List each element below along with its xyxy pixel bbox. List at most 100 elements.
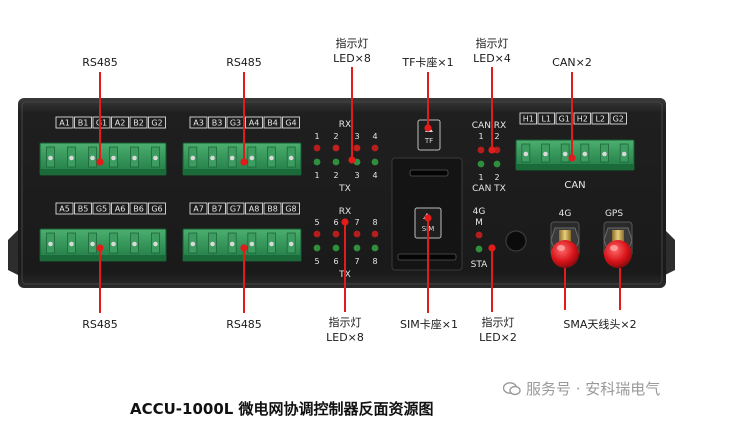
callout-rs485-bottom-middle: RS485 <box>226 318 262 331</box>
can-pins-label: L1 <box>541 115 551 124</box>
can-led-num: 2 <box>494 173 499 182</box>
rs485-1-pins-label: B1 <box>78 119 89 128</box>
rs485-4-pins-box <box>282 202 300 215</box>
rs485-4-pins-box <box>208 202 226 215</box>
callout-led4-count: LED×4 <box>473 52 511 65</box>
can-pins-box <box>609 112 627 125</box>
can-led-num: 1 <box>478 173 483 182</box>
callout-dot <box>96 158 104 166</box>
rs485-3-pins-label: B5 <box>78 205 89 214</box>
led-group-1-rx: RX <box>339 120 351 130</box>
callout-dot <box>341 218 349 226</box>
can-terminal-screw <box>582 151 588 157</box>
rs485-1-terminal-screw <box>132 155 137 161</box>
led-group-1-num-bottom: 1 <box>314 171 319 180</box>
led-red <box>353 144 361 152</box>
led-red <box>493 146 501 154</box>
callout-dot <box>424 124 432 132</box>
watermark-text: 服务号 · 安科瑞电气 <box>526 380 661 398</box>
rs485-2-terminal-screw <box>190 155 196 161</box>
rs485-3-pins-box <box>92 202 111 215</box>
callout-dot <box>348 156 356 164</box>
device-bezel <box>21 101 663 285</box>
callout-dot <box>240 244 248 252</box>
rs485-3-pins-label: G5 <box>96 205 107 214</box>
led-red <box>313 144 321 152</box>
antenna-gps-label: GPS <box>605 209 623 219</box>
rs485-4-pins-label: G7 <box>230 205 241 214</box>
rs485-3-pins-label: G6 <box>151 205 162 214</box>
rs485-2-terminal-screw <box>249 155 255 161</box>
4g-m-label: M <box>475 218 483 228</box>
rs485-1-pins-label: G2 <box>151 119 162 128</box>
antenna-gps-cap <box>604 240 632 268</box>
rs485-2-terminal-screw <box>229 155 235 161</box>
rs485-4-pins-label: A8 <box>249 205 260 214</box>
led-group-1-num-top: 2 <box>333 132 338 141</box>
rs485-4-terminal-screw <box>190 241 196 247</box>
callout-sma-antenna: SMA天线头×2 <box>563 318 637 331</box>
figure-caption: ACCU-1000L 微电网协调控制器反面资源图 <box>130 400 434 418</box>
can-led-num: 1 <box>478 132 483 141</box>
callout-dot <box>424 214 432 222</box>
rs485-2-pins-label: A3 <box>193 119 204 128</box>
rs485-3-pins-label: A5 <box>59 205 70 214</box>
antenna-gps-cap-highlight <box>610 245 618 251</box>
rs485-1-pins-box <box>55 116 74 129</box>
callout-dot <box>568 154 576 162</box>
callout-led8-bottom-count: LED×8 <box>326 331 364 344</box>
rs485-1-terminal-screw <box>153 155 158 161</box>
rs485-2-pins-box <box>189 116 208 129</box>
tf-slot-text: TF <box>424 137 433 145</box>
rs485-1-pins-box <box>111 116 129 129</box>
led-group-2-num-bottom: 7 <box>354 257 359 266</box>
callout-led2-title: 指示灯 <box>481 316 515 329</box>
rs485-1-terminal-base <box>40 169 166 175</box>
rs485-4-terminal-screw <box>229 241 235 247</box>
tf-slot-opening <box>409 169 449 177</box>
rs485-3-pins-box <box>74 202 92 215</box>
can-pins-box <box>591 112 609 125</box>
rs485-2-terminal-base <box>183 169 301 175</box>
chat-bubble-icon <box>502 382 521 396</box>
rs485-3-terminal-base <box>40 255 166 261</box>
callout-led4-title: 指示灯 <box>475 37 509 50</box>
rs485-4-pins-box <box>226 202 245 215</box>
antenna-4g-label: 4G <box>559 209 572 219</box>
led-green <box>353 244 361 252</box>
watermark: 服务号 · 安科瑞电气 <box>502 378 661 399</box>
can-pins-box <box>537 112 555 125</box>
rs485-1-pins-label: A1 <box>59 119 70 128</box>
led-green <box>371 244 379 252</box>
callout-sim-slot: SIM卡座×1 <box>400 318 458 331</box>
led-red <box>353 230 361 238</box>
can-terminal-screw <box>602 151 607 157</box>
rs485-3-pins-box <box>148 202 166 215</box>
led-group-1-num-top: 1 <box>314 132 319 141</box>
rs485-1-terminal-screw <box>111 155 116 161</box>
rs485-2-pins-label: B3 <box>212 119 223 128</box>
led-red <box>475 231 483 239</box>
led-green <box>313 158 321 166</box>
rs485-4-pins-label: B8 <box>267 205 278 214</box>
rs485-3-terminal-screw <box>111 241 116 247</box>
rs485-1-pins-label: G1 <box>96 119 107 128</box>
rs485-4-pins-label: G8 <box>285 205 296 214</box>
callout-led8-top-title: 指示灯 <box>335 37 369 50</box>
led-green <box>332 158 340 166</box>
can-port-label: CAN <box>564 180 585 191</box>
led-group-1-num-bottom: 3 <box>354 171 359 180</box>
rs485-1-pins-box <box>129 116 148 129</box>
rs485-4-terminal-screw <box>269 241 274 247</box>
rs485-1-pins-box <box>74 116 92 129</box>
led-red <box>371 230 379 238</box>
callout-dot <box>96 244 104 252</box>
callout-dot <box>240 158 248 166</box>
led-green <box>371 158 379 166</box>
rs485-4-pins-label: B7 <box>212 205 223 214</box>
sta-led-label: STA <box>471 260 489 270</box>
antenna-4g-cap <box>551 240 579 268</box>
can-pins-label: H2 <box>577 115 588 124</box>
